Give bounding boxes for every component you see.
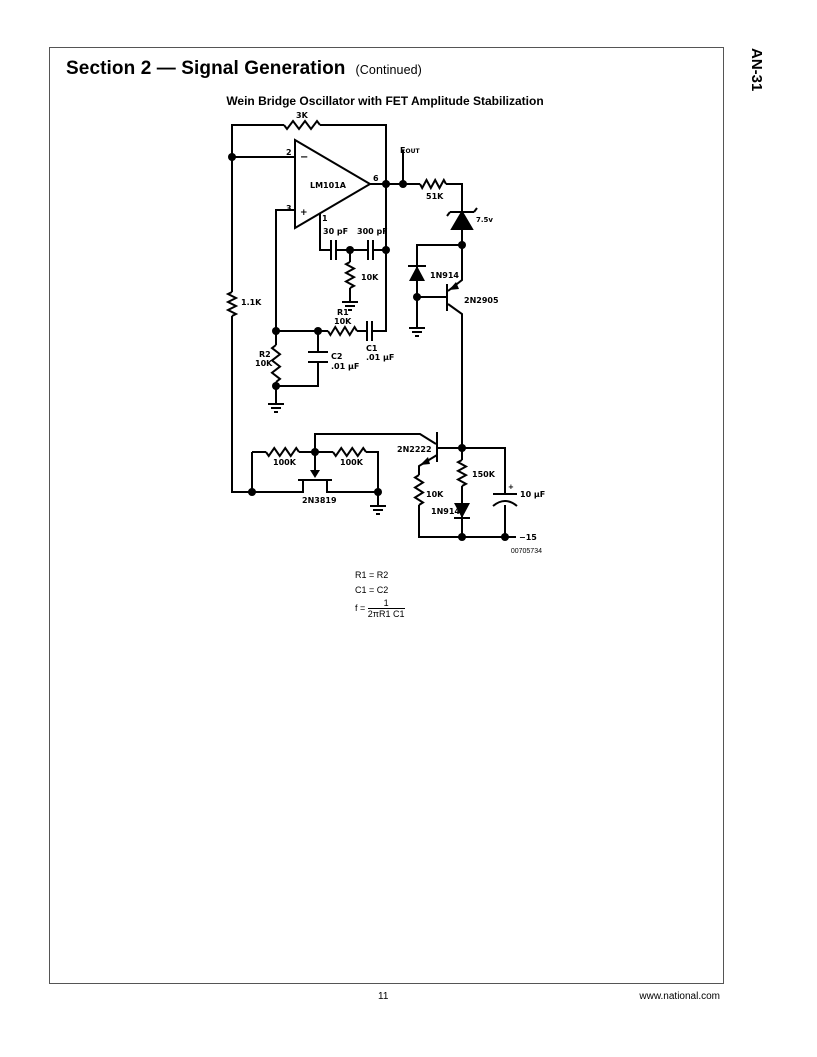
resistor-3k: [283, 119, 321, 131]
label-c2-value: .01 µF: [331, 362, 359, 371]
section-title-text: Section 2 — Signal Generation: [66, 58, 346, 79]
label-c2: C2: [331, 352, 342, 361]
eout-sub: OUT: [405, 148, 420, 155]
junction-dot: [458, 241, 466, 249]
label-opamp: LM101A: [310, 181, 347, 190]
label-r1: R1: [337, 308, 349, 317]
resistors: [225, 119, 469, 506]
label-3k: 3K: [296, 111, 309, 120]
junction-dot: [382, 180, 390, 188]
junction-dot: [458, 444, 466, 452]
label-c1: C1: [366, 344, 378, 353]
label-300pf: 300 pF: [357, 227, 388, 236]
resistor-10k-comp: [343, 261, 357, 289]
junction-dot: [501, 533, 509, 541]
label-pin3: 3: [286, 204, 292, 213]
junction-dot: [228, 153, 236, 161]
label-plus: +: [300, 208, 308, 218]
page-frame: [49, 47, 724, 984]
opamp-symbol: [294, 138, 372, 230]
junction-dot: [272, 382, 280, 390]
junction-dot: [272, 327, 280, 335]
resistor-100k-left: [265, 446, 300, 458]
label-100k-left: 100K: [273, 458, 297, 467]
label-minus: −: [300, 152, 308, 163]
ground-icon: [342, 294, 358, 311]
figure-title: Wein Bridge Oscillator with FET Amplitud…: [226, 94, 544, 108]
label-1n914-bottom: 1N914: [431, 507, 460, 516]
resistor-10k-emitter: [413, 474, 425, 506]
fraction-denominator: 2πR1 C1: [367, 609, 405, 619]
label-pin1: 1: [322, 214, 328, 223]
junction-dot: [314, 327, 322, 335]
continued-label: (Continued): [355, 63, 422, 77]
label-r1-value: 10K: [334, 317, 352, 326]
label-51k: 51K: [426, 192, 444, 201]
label-eout: EOUT: [400, 146, 420, 155]
junction-dot: [311, 448, 319, 456]
label-zener: 7.5v: [476, 216, 493, 224]
label-r2: R2: [259, 350, 271, 359]
label-minus15: −15: [519, 533, 537, 542]
label-150k: 150K: [472, 470, 496, 479]
equation-c1-c2: C1 = C2: [355, 585, 389, 595]
figure-id: 00705734: [510, 548, 542, 555]
label-r2-value: 10K: [255, 359, 273, 368]
section-title: Section 2 — Signal Generation (Continued): [66, 58, 422, 80]
resistor-51k: [419, 177, 447, 191]
label-1-1k: 1.1K: [241, 298, 262, 307]
resistor-100k-right: [332, 446, 367, 458]
ground-icon: [370, 498, 386, 515]
junction-dot: [374, 488, 382, 496]
ground-symbols: [268, 294, 425, 515]
label-pin6: 6: [373, 174, 379, 183]
ground-icon: [409, 320, 425, 337]
wires: [231, 124, 518, 538]
page-number: 11: [378, 991, 389, 1002]
label-2n3819: 2N3819: [302, 496, 337, 505]
label-10k-comp: 10K: [361, 273, 379, 282]
resistor-r1: [327, 325, 358, 337]
resistor-r2: [270, 344, 282, 383]
label-c1-value: .01 µF: [366, 353, 394, 362]
fraction-numerator: 1: [367, 598, 405, 609]
equation-frequency: f = 1 2πR1 C1: [355, 598, 405, 619]
eout-main: E: [400, 146, 405, 155]
junction-dots: [228, 153, 509, 541]
fraction: 1 2πR1 C1: [367, 598, 405, 619]
junction-dot: [458, 533, 466, 541]
junction-dot: [399, 180, 407, 188]
label-100k-right: 100K: [340, 458, 364, 467]
label-2n2905: 2N2905: [464, 296, 499, 305]
junction-dot: [413, 293, 421, 301]
resistor-1-1k: [225, 291, 239, 317]
label-pin2: 2: [286, 148, 292, 157]
label-10uf: 10 µF: [520, 490, 545, 499]
ground-icon: [268, 396, 284, 413]
junction-dot: [382, 246, 390, 254]
junction-dot: [346, 246, 354, 254]
label-2n2222: 2N2222: [397, 445, 432, 454]
junction-dot: [248, 488, 256, 496]
equation-f-lhs: f =: [355, 602, 366, 613]
label-cap-plus: +: [508, 483, 514, 491]
equation-r1-r2: R1 = R2: [355, 570, 389, 580]
label-30pf: 30 pF: [323, 227, 348, 236]
footer-url[interactable]: www.national.com: [639, 991, 720, 1002]
label-10k-emitter: 10K: [426, 490, 444, 499]
resistor-150k: [455, 459, 469, 487]
label-1n914-top: 1N914: [430, 271, 459, 280]
